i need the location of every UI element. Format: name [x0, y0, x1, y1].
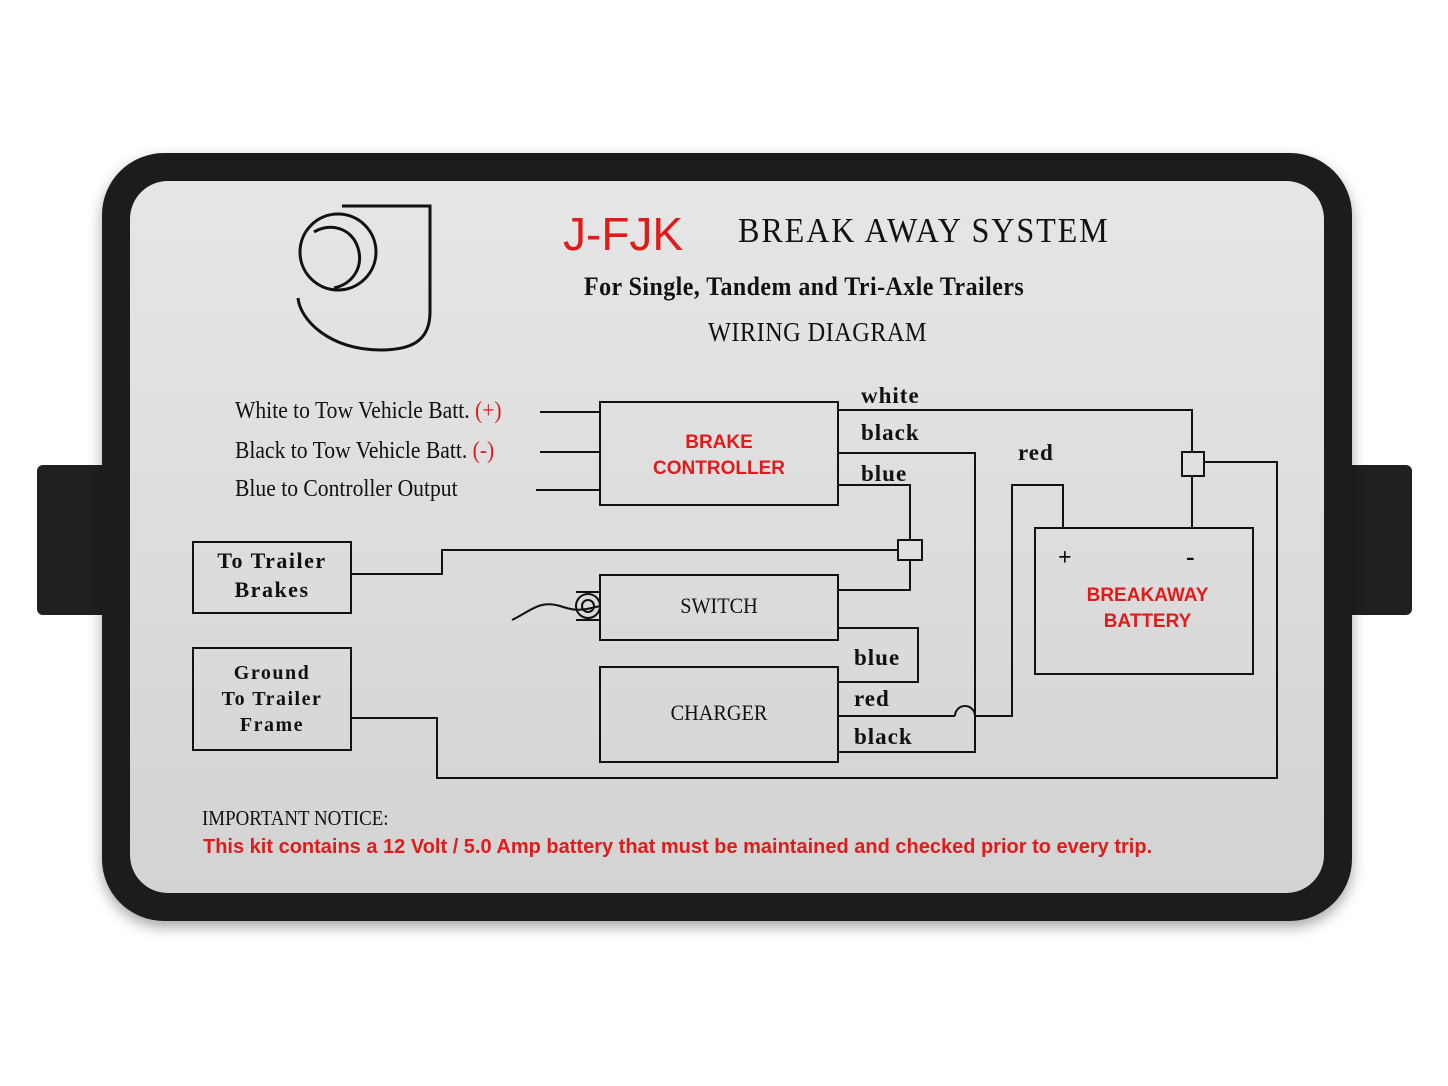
- wire-label-black-top: black: [861, 420, 920, 445]
- ground-line1: Ground: [233, 662, 311, 684]
- wire-label-black-charger: black: [854, 724, 913, 749]
- brake-controller-line2: CONTROLLER: [653, 458, 785, 479]
- trailer-brakes-label: To Trailer Brakes: [193, 548, 351, 603]
- ground-box: [192, 647, 352, 751]
- trailer-brakes-line1: To Trailer: [217, 548, 327, 573]
- charger-box: [599, 666, 839, 763]
- battery-box: [1034, 527, 1254, 675]
- white-input-label: White to Tow Vehicle Batt. (+): [235, 398, 502, 425]
- white-input-text: White to Tow Vehicle Batt.: [235, 398, 470, 424]
- wire-label-red-top: red: [1018, 440, 1054, 465]
- battery-line2: BATTERY: [1103, 611, 1192, 632]
- brand-logo-icon: [296, 204, 432, 352]
- battery-plus: +: [1058, 545, 1072, 571]
- diagram-title: WIRING DIAGRAM: [708, 317, 927, 347]
- notice-heading: IMPORTANT NOTICE:: [202, 806, 389, 830]
- charger-label: CHARGER: [670, 700, 768, 725]
- battery-line1: BREAKAWAY: [1086, 585, 1209, 606]
- brake-controller-label: BRAKE CONTROLLER: [600, 432, 838, 480]
- wire-label-blue-top: blue: [861, 461, 908, 486]
- trailer-brakes-box: [192, 541, 352, 614]
- wire-label-blue-charger: blue: [854, 645, 901, 670]
- wire-label-red-charger: red: [854, 686, 890, 711]
- notice-text: This kit contains a 12 Volt / 5.0 Amp ba…: [203, 836, 1153, 858]
- ground-label: Ground To Trailer Frame: [193, 660, 351, 738]
- blue-input-label: Blue to Controller Output: [235, 476, 458, 502]
- switch-label: SWITCH: [680, 593, 758, 618]
- brand-name: J-FJK: [563, 208, 684, 260]
- battery-minus: -: [1186, 542, 1195, 571]
- brake-controller-line1: BRAKE: [685, 432, 753, 453]
- product-subtitle: For Single, Tandem and Tri-Axle Trailers: [584, 272, 1025, 301]
- positive-polarity: (+): [475, 398, 502, 424]
- ground-line2: To Trailer: [221, 688, 323, 710]
- trailer-brakes-line2: Brakes: [234, 577, 310, 602]
- battery-label: BREAKAWAY BATTERY: [1035, 585, 1260, 633]
- black-input-text: Black to Tow Vehicle Batt.: [235, 438, 468, 464]
- wire-label-white: white: [861, 383, 920, 408]
- label-plate: [130, 181, 1324, 893]
- ground-line3: Frame: [239, 714, 305, 736]
- negative-polarity: (-): [472, 438, 495, 464]
- black-input-label: Black to Tow Vehicle Batt. (-): [235, 438, 494, 465]
- product-title: BREAK AWAY SYSTEM: [738, 211, 1110, 250]
